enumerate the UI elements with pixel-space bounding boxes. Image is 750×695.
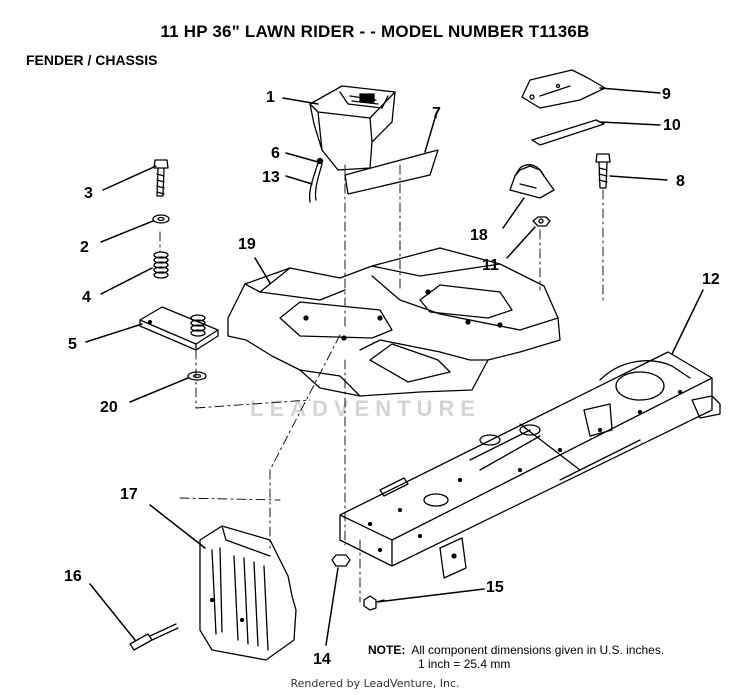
callout-2: 2 (80, 239, 89, 256)
callout-14: 14 (313, 651, 331, 668)
section-title: FENDER / CHASSIS (26, 52, 158, 68)
note-line-2: 1 inch = 25.4 mm (418, 657, 511, 671)
leader-lines (85, 87, 704, 646)
dimension-note: NOTE: All component dimensions given in … (368, 643, 664, 671)
note-label: NOTE: (368, 643, 406, 657)
callout-11: 11 (482, 257, 499, 274)
callout-3: 3 (84, 185, 93, 202)
part-17-hitch-plate (199, 525, 297, 661)
part-9-plate (521, 69, 606, 109)
part-4-spring (153, 251, 169, 279)
render-credit: Rendered by LeadVenture, Inc. (290, 677, 460, 690)
part-3-bolt (153, 159, 169, 197)
part-7-decal (344, 149, 439, 195)
part-8-bolt (595, 153, 611, 189)
part-15-bolt (363, 595, 385, 611)
part-16-bolt (129, 623, 179, 651)
callout-9: 9 (662, 86, 671, 103)
callout-18: 18 (470, 227, 488, 244)
callout-4: 4 (82, 289, 91, 306)
callout-1: 1 (266, 89, 275, 106)
part-6-13-clip (308, 157, 324, 203)
note-line-1: All component dimensions given in U.S. i… (411, 643, 665, 657)
part-19-fender (227, 247, 561, 397)
alignment-lines (159, 164, 604, 603)
callout-13: 13 (262, 169, 280, 186)
part-10-strip (531, 119, 605, 146)
callout-8: 8 (676, 173, 685, 190)
part-12-chassis (339, 351, 721, 579)
callout-6: 6 (271, 145, 280, 162)
diagram-title: 11 HP 36" LAWN RIDER - - MODEL NUMBER T1… (160, 22, 590, 41)
callout-17: 17 (120, 486, 138, 503)
callout-16: 16 (64, 568, 82, 585)
callout-15: 15 (486, 579, 504, 596)
callout-19: 19 (238, 236, 256, 253)
part-14-nut (331, 554, 351, 567)
part-20-washer (187, 371, 207, 381)
callout-7: 7 (432, 105, 441, 122)
callout-20: 20 (100, 399, 118, 416)
watermark: LEADVENTURE (250, 396, 482, 421)
part-11-nut (532, 216, 551, 227)
callout-10: 10 (663, 117, 681, 134)
part-1-battery-box (309, 85, 396, 171)
callout-5: 5 (68, 336, 77, 353)
part-18-clamp (509, 164, 555, 199)
part-2-washer (152, 214, 170, 224)
part-5-bracket (139, 306, 219, 351)
callout-12: 12 (702, 271, 720, 288)
